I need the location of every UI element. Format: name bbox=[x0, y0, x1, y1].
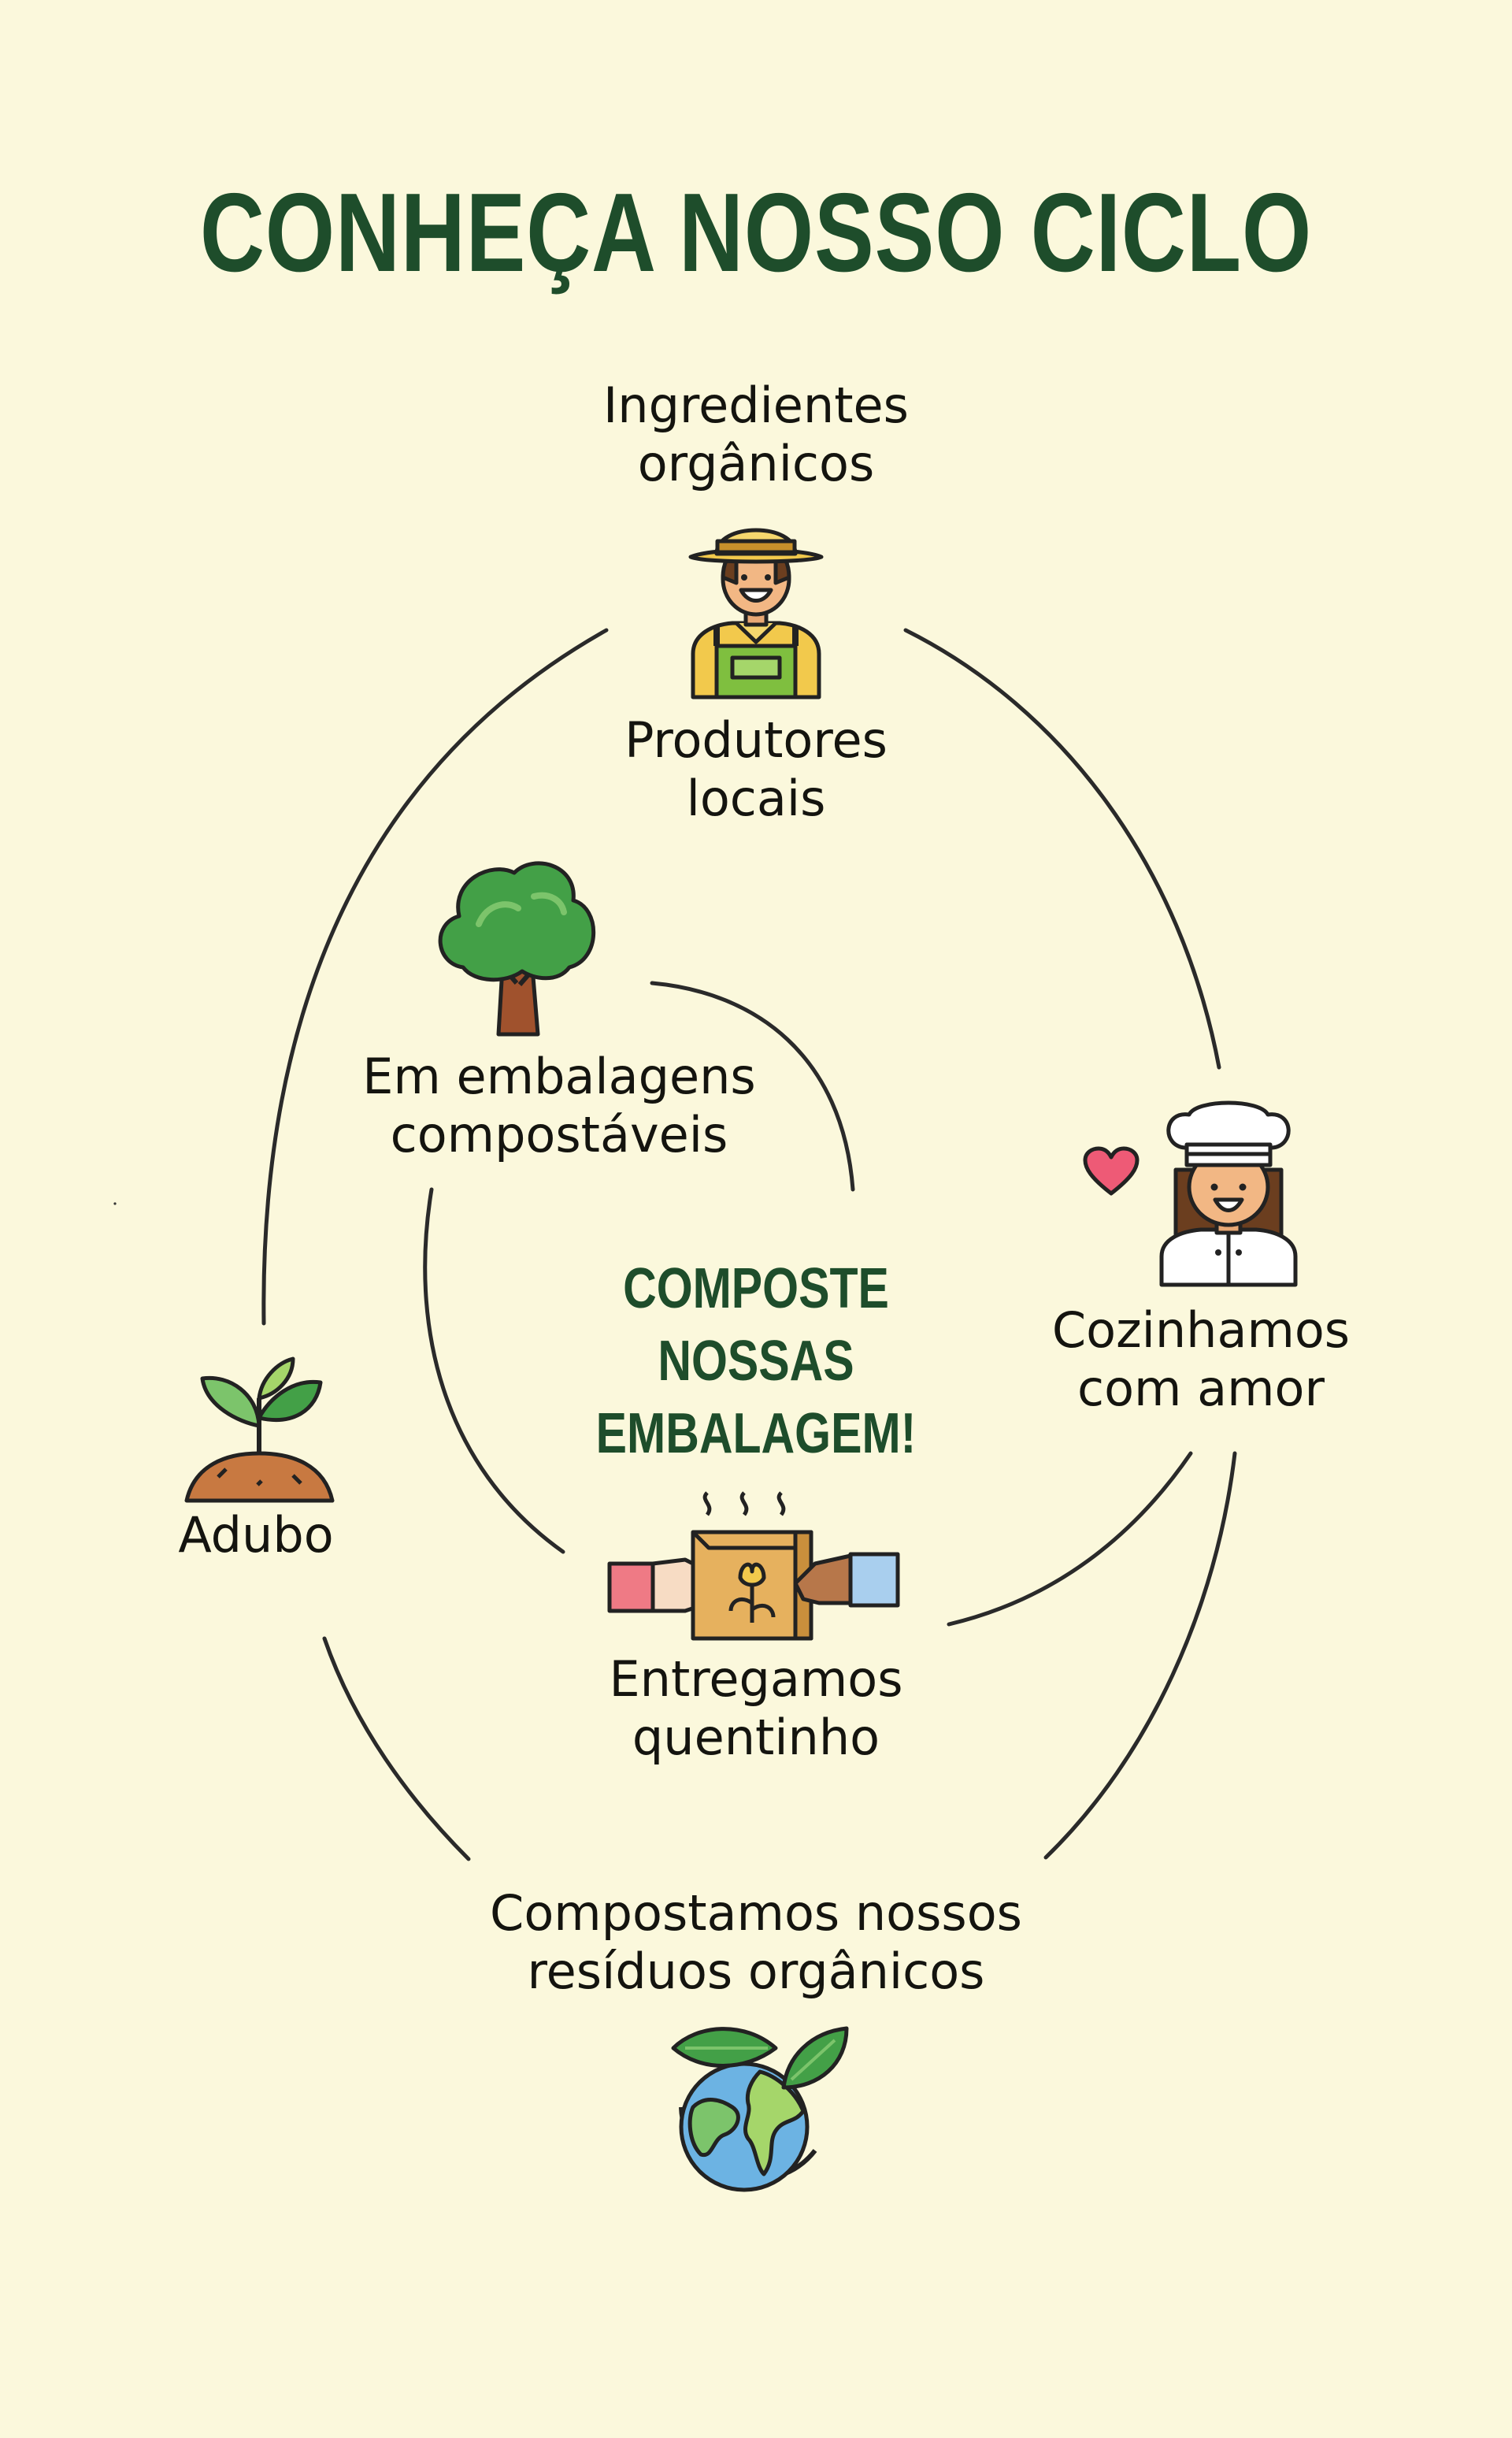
label-ingredients: Ingredientes orgânicos bbox=[603, 377, 909, 492]
label-producers: Produtores locais bbox=[624, 711, 888, 827]
heart-icon bbox=[1083, 1146, 1140, 1196]
outer-arc-bottom-left bbox=[322, 1636, 471, 1861]
label-compost: Compostamos nossos resíduos orgânicos bbox=[490, 1884, 1022, 2000]
center-message: COMPOSTE NOSSAS EMBALAGEM! bbox=[595, 1257, 917, 1465]
inner-arc-right bbox=[947, 1451, 1193, 1627]
sprout-icon bbox=[184, 1356, 335, 1503]
chef-icon bbox=[1159, 1100, 1298, 1287]
inner-arc-left bbox=[423, 1187, 565, 1554]
label-delivery: Entregamos quentinho bbox=[609, 1650, 903, 1766]
label-packaging: Em embalagens compostáveis bbox=[362, 1048, 756, 1163]
outer-arc-left-top bbox=[261, 628, 609, 1326]
earth-leaves-icon bbox=[671, 2026, 849, 2192]
outer-arc-right-bottom bbox=[1043, 1451, 1237, 1860]
label-fertilizer: Adubo bbox=[178, 1506, 334, 1564]
inner-arc-top bbox=[650, 981, 855, 1192]
farmer-icon bbox=[688, 528, 824, 699]
page-title: CONHEÇA NOSSO CICLO bbox=[199, 170, 1313, 295]
outer-arc-top-right bbox=[903, 628, 1221, 1070]
dot-mark bbox=[113, 1202, 117, 1205]
tree-icon bbox=[438, 861, 596, 1037]
delivery-bag-icon bbox=[607, 1491, 900, 1641]
label-cooking: Cozinhamos com amor bbox=[1051, 1301, 1351, 1417]
